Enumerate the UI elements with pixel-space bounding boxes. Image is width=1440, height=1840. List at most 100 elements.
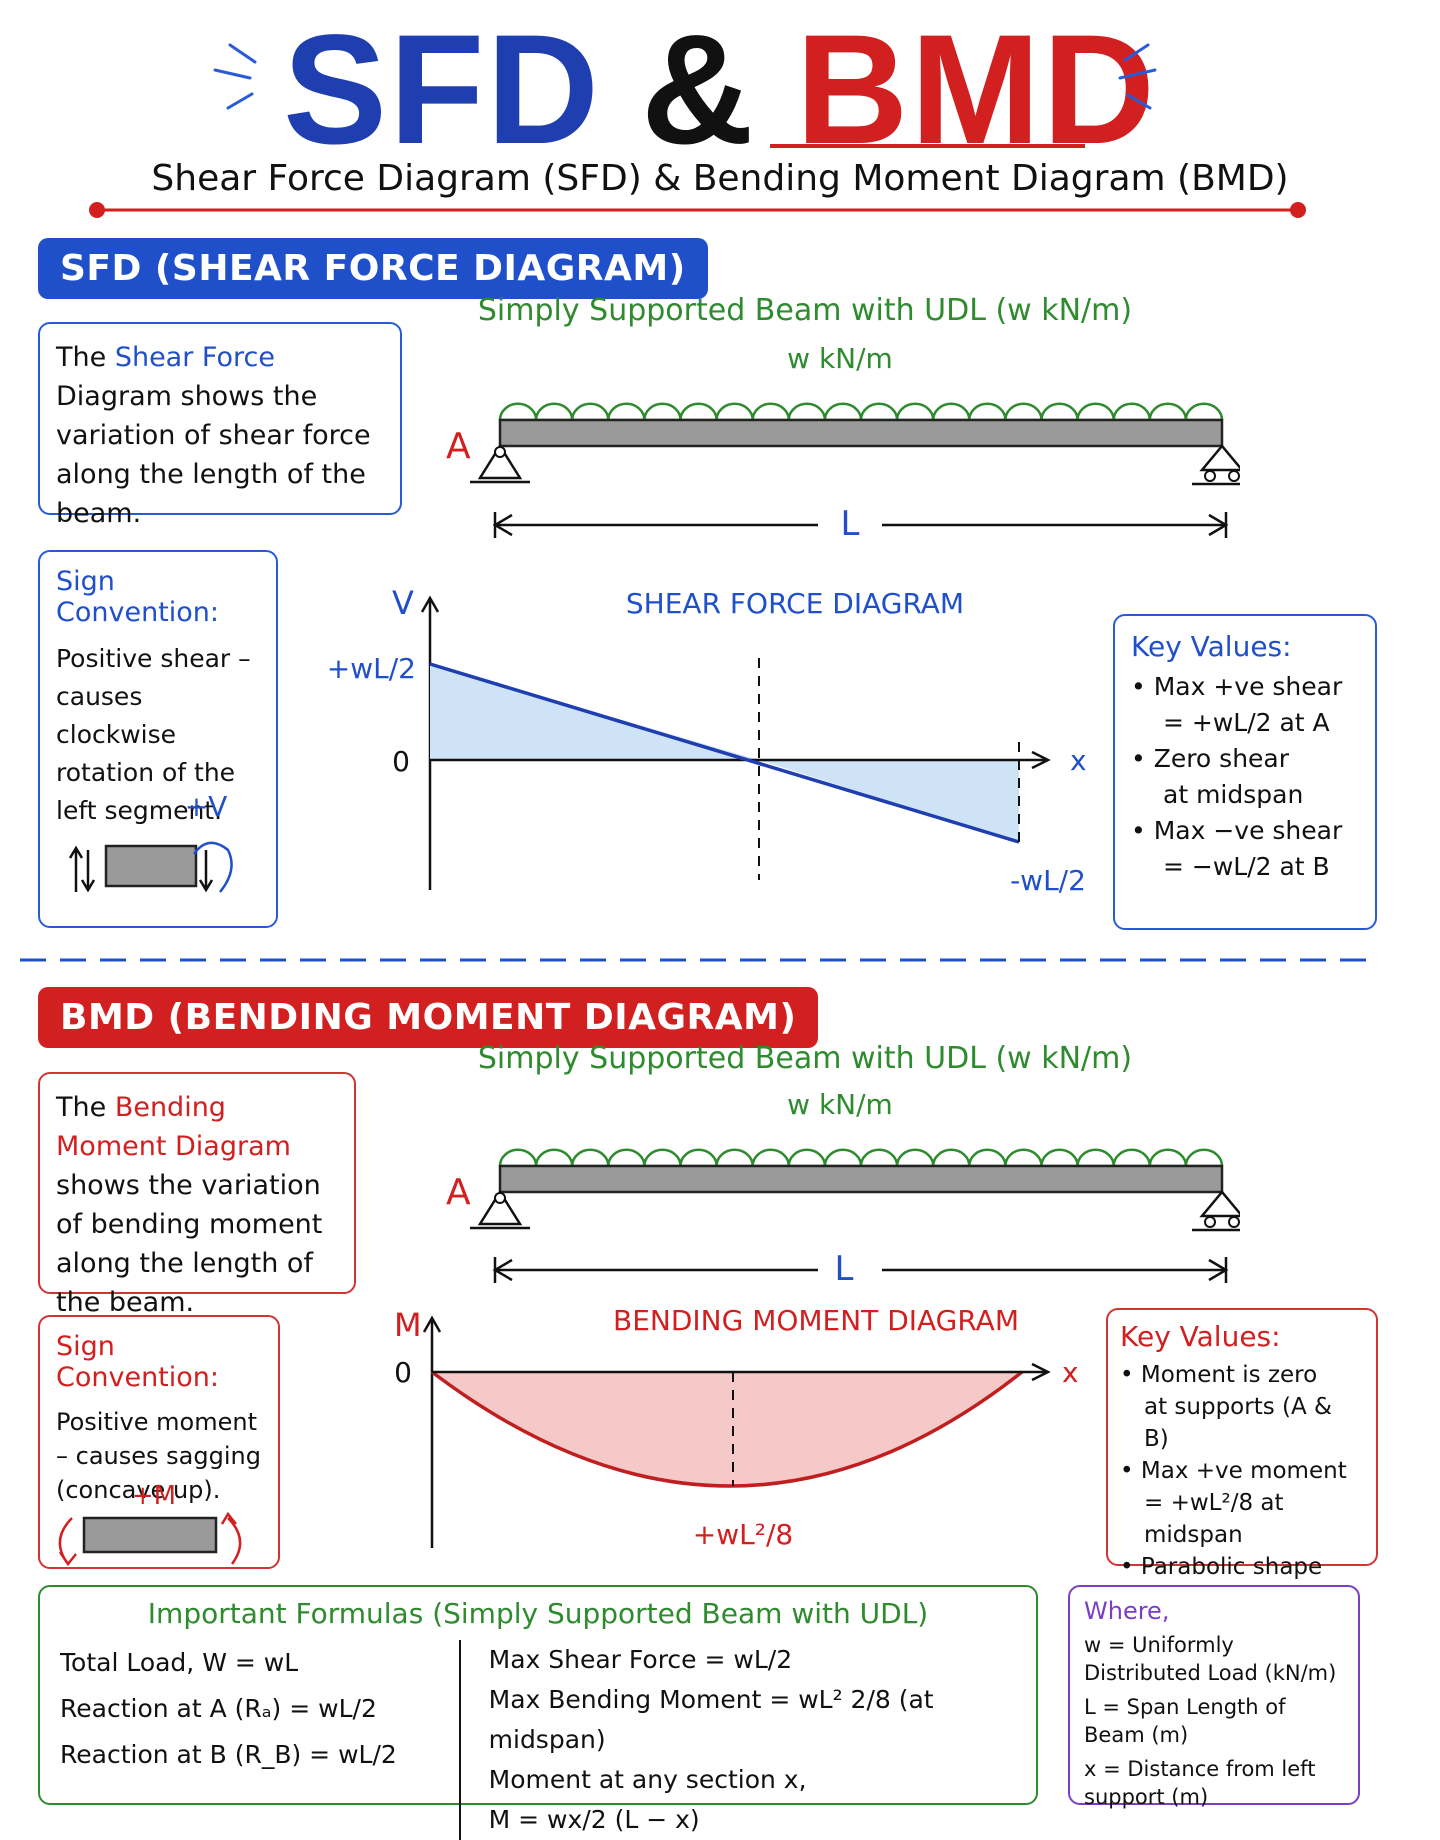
pin-support-icon: [477, 443, 523, 480]
sparkle-line: [213, 68, 252, 80]
span-label: L: [841, 504, 860, 544]
beam: [498, 418, 1224, 448]
title-sfd: SFD: [283, 3, 602, 177]
where-box: Where, w = Uniformly Distributed Load (k…: [1068, 1585, 1360, 1809]
roller-support-icon: [1199, 1190, 1240, 1218]
sfd-key-item-3: • Max −ve shear= −wL/2 at B: [1131, 813, 1359, 885]
key-main: • Moment is zero: [1120, 1362, 1318, 1388]
desc-text: Diagram shows the variation of shear for…: [56, 381, 371, 529]
span-label: L: [835, 1249, 854, 1289]
segment-block: [104, 844, 198, 888]
key-main: • Zero shear: [1131, 744, 1290, 773]
bmd-sign-sketch: +M: [58, 1481, 242, 1567]
udl-load-icon: [498, 402, 1224, 422]
sfd-load-label: w kN/m: [787, 342, 893, 375]
formula-section-label: Moment at any section x,: [488, 1765, 807, 1794]
bmd-key-item-1: • Moment is zero at supports (A & B): [1120, 1359, 1364, 1455]
rule-dot: [1290, 202, 1306, 218]
formula-reaction-a: Reaction at A (Rₐ) = wL/2: [60, 1694, 377, 1723]
support-a-label: A: [446, 1172, 471, 1213]
down-arrow-icon: [198, 850, 214, 893]
axis-m-label: M: [394, 1306, 422, 1344]
bmd-load-label: w kN/m: [787, 1088, 893, 1121]
title-ampersand: &: [641, 3, 756, 177]
sfd-key-item-2: • Zero shear at midspan: [1131, 741, 1359, 813]
sfd-beam-figure: Simply Supported Beam with UDL (w kN/m) …: [446, 293, 1240, 544]
where-item-w: w = Uniformly Distributed Load (kN/m): [1084, 1633, 1337, 1685]
where-item-l: L = Span Length of Beam (m): [1084, 1695, 1286, 1747]
moment-curve: [430, 1370, 1024, 1488]
formula-section-moment: M = wx/2 (L − x): [488, 1805, 700, 1834]
ccw-arrow-icon: [58, 1517, 77, 1567]
desc-highlight: Bending Moment Diagram: [56, 1092, 291, 1162]
udl-load-icon: [498, 1148, 1224, 1168]
up-arrow-icon: [68, 845, 84, 892]
axis-x-label: x: [1062, 1356, 1079, 1389]
roller-support-icon: [1199, 444, 1240, 472]
support-a-label: A: [446, 426, 471, 467]
bmd-sign-symbol: +M: [132, 1481, 176, 1511]
sfd-sign-sketch: +V: [68, 790, 233, 893]
max-pos-label: +wL/2: [327, 652, 416, 685]
sparkle-line: [228, 43, 257, 64]
sparkle-line: [226, 92, 254, 110]
formulas-right: Max Shear Force = wL/2 Max Bending Momen…: [461, 1640, 1016, 1840]
sfd-key-title: Key Values:: [1131, 630, 1292, 663]
max-neg-label: -wL/2: [1010, 864, 1086, 897]
max-moment-label: +wL²/8: [693, 1518, 793, 1551]
sfd-key-item-1: • Max +ve shear = +wL/2 at A: [1131, 669, 1359, 741]
key-sub: at midspan: [1163, 780, 1304, 809]
bmd-sign-text: Positive moment – causes sagging (concav…: [56, 1408, 261, 1504]
cw-arrow-icon: [220, 1511, 242, 1565]
bmd-key-values-box: Key Values: • Moment is zero at supports …: [1106, 1308, 1378, 1580]
sparkle-line: [1126, 93, 1152, 110]
formula-max-moment: Max Bending Moment = wL² 2/8 (at midspan…: [488, 1685, 934, 1754]
key-main: • Max +ve shear: [1131, 672, 1343, 701]
key-sub: at supports (A & B): [1144, 1394, 1332, 1452]
bmd-description: The Bending Moment Diagram shows the var…: [56, 1088, 338, 1322]
formula-reaction-b: Reaction at B (R_B) = wL/2: [60, 1740, 397, 1769]
formulas-title: Important Formulas (Simply Supported Bea…: [147, 1597, 929, 1630]
segment-block: [82, 1516, 218, 1554]
bmd-beam-title: Simply Supported Beam with UDL (w kN/m): [478, 1041, 1132, 1076]
title-decor: [89, 43, 1306, 218]
sfd-sign-title: Sign Convention:: [56, 566, 220, 628]
sfd-sign-symbol: +V: [185, 790, 228, 823]
key-sub: = +wL/2 at A: [1163, 708, 1330, 737]
where-item-x: x = Distance from left support (m): [1084, 1757, 1316, 1809]
sfd-key-values-box: Key Values: • Max +ve shear= +wL/2 at A …: [1113, 614, 1377, 930]
bmd-key-title: Key Values:: [1120, 1320, 1281, 1353]
sfd-diagram-title: SHEAR FORCE DIAGRAM: [626, 587, 964, 620]
axis-v-label: V: [392, 584, 414, 622]
bmd-banner: BMD (BENDING MOMENT DIAGRAM): [38, 987, 819, 1048]
bmd-beam-figure: Simply Supported Beam with UDL (w kN/m) …: [446, 1041, 1240, 1289]
bending-moment-diagram: BENDING MOMENT DIAGRAM M x 0 +wL²/8: [394, 1304, 1079, 1551]
zero-label: 0: [394, 1356, 412, 1389]
page-subtitle: Shear Force Diagram (SFD) & Bending Mome…: [151, 158, 1289, 199]
where-title: Where,: [1084, 1597, 1170, 1625]
desc-text: The: [56, 1092, 115, 1123]
sfd-sign-text: Positive shear – causes clockwise rotati…: [56, 644, 251, 825]
section-divider: [20, 958, 1380, 962]
key-main: • Max −ve shear: [1131, 816, 1343, 845]
sparkle-line: [1123, 43, 1150, 62]
formula-total-load: Total Load, W = wL: [60, 1648, 299, 1677]
shear-line: [429, 662, 1020, 844]
clockwise-arrow-icon: [192, 841, 233, 893]
key-main: • Parabolic shape: [1120, 1554, 1323, 1580]
down-arrow-icon: [80, 850, 96, 893]
shear-force-diagram: SHEAR FORCE DIAGRAM V x +wL/2 0 -wL/2: [327, 584, 1087, 897]
sfd-banner: SFD (SHEAR FORCE DIAGRAM): [38, 238, 708, 299]
formulas-left: Total Load, W = wL Reaction at A (Rₐ) = …: [60, 1640, 461, 1840]
beam: [498, 1164, 1224, 1194]
formulas-box: Important Formulas (Simply Supported Bea…: [38, 1585, 1038, 1840]
pin-support-icon: [477, 1189, 523, 1226]
sfd-description-box: The Shear Force Diagram shows the variat…: [38, 322, 402, 529]
sfd-description: The Shear Force Diagram shows the variat…: [56, 338, 384, 533]
rule-dot: [89, 202, 105, 218]
sparkle-line: [1118, 68, 1157, 80]
bmd-sign-title: Sign Convention:: [56, 1331, 220, 1393]
bmd-sign-convention-box: Sign Convention: Positive moment – cause…: [38, 1315, 280, 1569]
title-bmd: BMD: [795, 3, 1157, 177]
bmd-key-item-2: • Max +ve moment= +wL²/8 at midspan: [1120, 1455, 1364, 1551]
